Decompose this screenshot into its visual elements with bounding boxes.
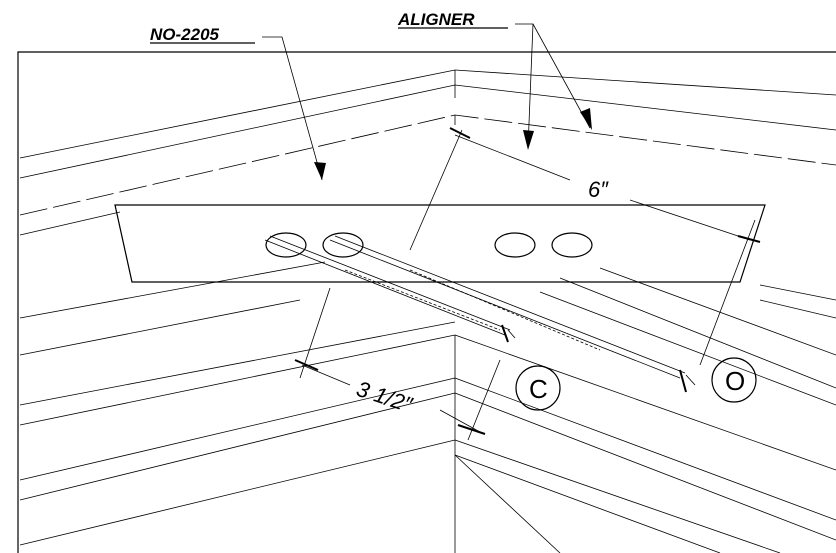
callout-closed-circle <box>515 365 561 411</box>
part-number-label: NO-2205 <box>150 25 220 44</box>
callout-open-circle <box>711 357 757 403</box>
aligner-leader-1 <box>515 23 534 149</box>
aligner-block <box>114 204 766 283</box>
screw-closed <box>264 235 516 343</box>
deck-boards-right <box>454 267 836 553</box>
screw-hole-3 <box>494 232 536 258</box>
deck-boards-left <box>19 69 836 546</box>
callout-open-text: O <box>725 366 745 396</box>
screw-hole-1 <box>265 232 307 258</box>
aligner-arrowhead-2 <box>580 108 592 130</box>
aligner-arrowhead-1 <box>523 130 534 150</box>
drawing-frame <box>17 51 836 553</box>
dimension-depth-text: 3 1/2″ <box>353 376 416 418</box>
screw-hole-4 <box>551 232 593 258</box>
aligner-label: ALIGNER <box>397 10 475 29</box>
screw-hole-2 <box>322 232 364 258</box>
part-number-leader <box>262 36 323 181</box>
part-number-arrowhead <box>314 162 326 180</box>
callout-closed-text: C <box>529 374 548 404</box>
screw-open <box>329 235 696 393</box>
screw-holes <box>265 232 593 258</box>
dimension-depth <box>294 287 501 441</box>
dimension-length-text: 6″ <box>588 177 609 202</box>
aligner-leader-2 <box>532 23 591 129</box>
dimension-6in <box>409 127 761 366</box>
